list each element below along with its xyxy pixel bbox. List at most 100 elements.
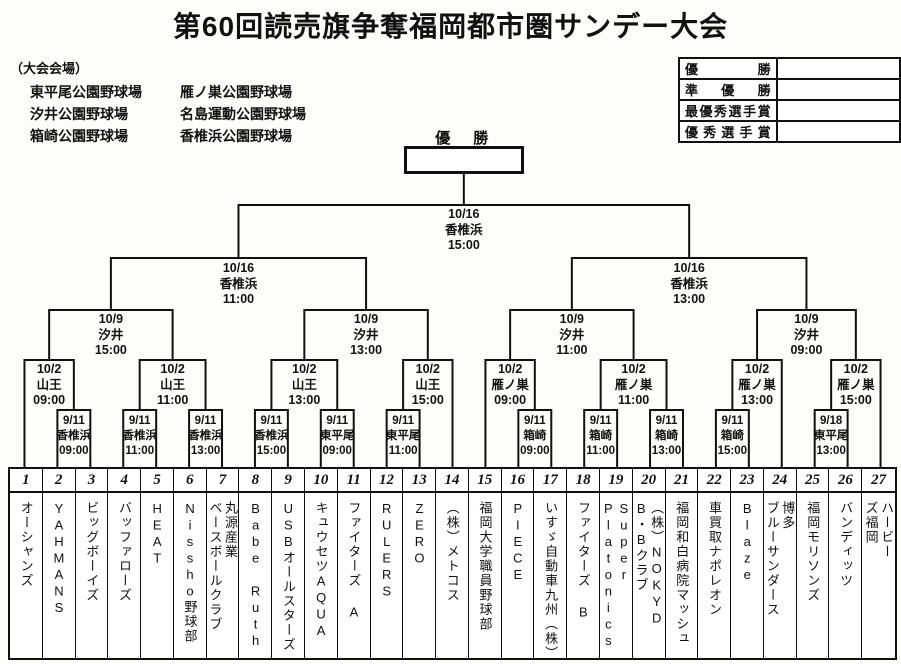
- match-time: 11:00: [222, 292, 255, 306]
- match-venue: 箱崎: [720, 430, 744, 442]
- awards-body: 優 勝準 優 勝最優秀選手賞優 秀 選 手 賞: [678, 57, 901, 143]
- team-name: ファイターズ B: [575, 501, 591, 621]
- team-number: 27: [871, 471, 887, 488]
- team-name: RULERS: [379, 501, 395, 600]
- team-name-cell: Blaze: [731, 493, 764, 658]
- match-label: 9/11 香椎浜 13:00: [176, 412, 236, 459]
- team-number-cell: 6: [174, 469, 207, 491]
- team-number: 8: [251, 471, 260, 488]
- match-time: 13:00: [651, 445, 682, 457]
- team-name: Nissho野球部: [182, 501, 198, 644]
- team-name-cell: バッファローズ: [108, 493, 142, 658]
- team-name-cell: 博多 ブルーサンダース: [764, 493, 797, 658]
- match-time: 15:00: [717, 445, 748, 457]
- match-venue: 箱崎: [589, 430, 613, 442]
- match-label: 9/11 東平尾 09:00: [307, 412, 367, 459]
- team-number-cell: 19: [600, 469, 633, 491]
- team-name: Super Platonics: [600, 501, 632, 650]
- team-number: 26: [837, 471, 853, 488]
- team-name-cell: オーシャンズ: [10, 493, 43, 658]
- team-name: キュウセツAQUA: [313, 501, 329, 640]
- team-number: 3: [87, 471, 96, 488]
- team-number-cell: 5: [141, 469, 174, 491]
- venue-name: 箱崎公園野球場: [30, 128, 128, 144]
- team-number: 10: [313, 471, 329, 488]
- match-time: 11:00: [586, 445, 616, 457]
- award-row: 優 勝: [678, 57, 901, 80]
- match-venue: 香椎浜: [670, 276, 708, 291]
- venue-name: 雁ノ巣公園野球場: [180, 84, 292, 100]
- team-name-cell: 車買取ナポレオン: [698, 493, 732, 658]
- team-number: 18: [575, 471, 591, 488]
- match-time: 09:00: [322, 445, 352, 457]
- match-date: 9/18: [819, 415, 843, 427]
- match-date: 9/11: [326, 415, 349, 427]
- match-venue: 東平尾: [813, 430, 849, 442]
- match-date: 10/9: [794, 312, 819, 326]
- team-name-cell: ZERO: [403, 493, 437, 658]
- match-label: 9/11 箱崎 15:00: [702, 412, 762, 459]
- match-time: 13:00: [190, 445, 221, 457]
- match-venue: 東平尾: [320, 430, 355, 442]
- match-time: 15:00: [839, 393, 872, 407]
- champion-label: 優 勝: [435, 130, 493, 147]
- team-number-cell: 20: [633, 469, 666, 491]
- team-number-cell: 12: [371, 469, 404, 491]
- match-venue: 雁ノ巣: [837, 377, 875, 392]
- match-date: 9/11: [721, 415, 744, 427]
- team-number-cell: 17: [534, 469, 568, 491]
- team-number-cell: 24: [764, 469, 797, 491]
- award-value-cell: [775, 78, 901, 101]
- award-value-cell: [775, 57, 901, 80]
- team-name-cell: ファイターズ A: [338, 493, 371, 658]
- match-venue: 香椎浜: [188, 430, 223, 442]
- awards-table: 優 勝準 優 勝最優秀選手賞優 秀 選 手 賞: [678, 57, 901, 143]
- team-name: HEAT: [149, 501, 165, 567]
- team-name-cell: Super Platonics: [600, 493, 633, 658]
- team-number: 13: [411, 471, 427, 488]
- team-name-cell: （株）メトコス: [436, 493, 469, 658]
- award-label: 優 勝: [678, 57, 778, 80]
- team-number-cell: 23: [731, 469, 764, 491]
- match-venue: 東平尾: [385, 430, 421, 442]
- team-name-cell: キュウセツAQUA: [305, 493, 338, 658]
- award-label: 優 秀 選 手 賞: [678, 120, 778, 143]
- match-venue: 香椎浜: [219, 276, 258, 291]
- match-date: 10/2: [292, 362, 317, 376]
- award-value-cell: [775, 99, 901, 122]
- match-time: 13:00: [288, 393, 321, 407]
- match-date: 9/11: [589, 415, 612, 427]
- team-name: Blaze: [739, 501, 755, 584]
- team-name-cell: いすゞ自動車九州（株）: [534, 493, 568, 658]
- team-name: 丸源産業 ベースボールクラブ: [207, 501, 239, 632]
- team-name: （株）NOKYD B・Bクラブ: [633, 501, 665, 627]
- match-venue: 雁ノ巣: [491, 377, 529, 392]
- team-number: 4: [120, 471, 128, 488]
- match-date: 9/11: [194, 415, 217, 427]
- award-row: 優 秀 選 手 賞: [678, 120, 901, 143]
- match-time: 13:00: [816, 445, 846, 457]
- venues-list: 東平尾公園野球場雁ノ巣公園野球場汐井公園野球場名島運動公園野球場箱崎公園野球場香…: [30, 82, 306, 146]
- match-time: 15:00: [411, 393, 444, 407]
- award-value-cell: [775, 120, 901, 143]
- team-number: 17: [542, 471, 558, 488]
- team-number: 24: [772, 471, 788, 488]
- match-date: 10/2: [621, 362, 646, 376]
- team-number-cell: 3: [76, 469, 109, 491]
- venues-block: （大会会場） 東平尾公園野球場雁ノ巣公園野球場汐井公園野球場名島運動公園野球場箱…: [10, 58, 306, 146]
- team-name: バンディッツ: [838, 501, 854, 588]
- team-number-cell: 2: [43, 469, 76, 491]
- match-venue: 雁ノ巣: [614, 377, 653, 392]
- team-number: 25: [805, 471, 821, 488]
- match-date: 10/2: [36, 362, 62, 376]
- team-name: PIECE: [510, 501, 526, 584]
